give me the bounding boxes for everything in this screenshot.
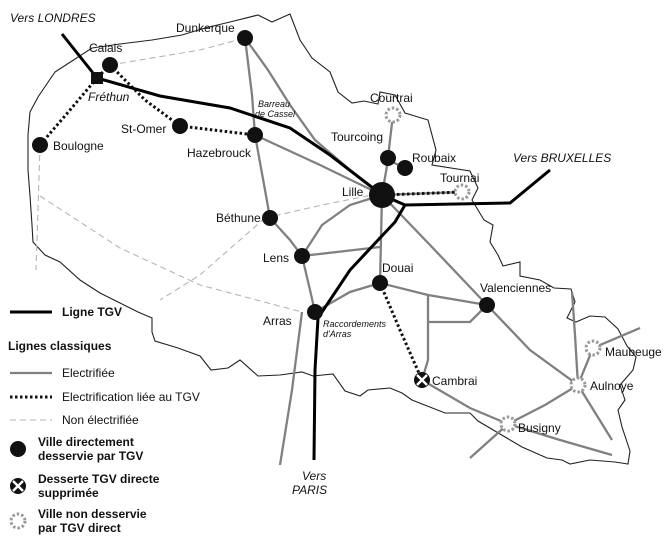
line-boulogne-south	[35, 144, 41, 271]
legend-tgv-electrification: Electrification liée au TGV	[62, 390, 200, 404]
annotation-raccord-2: d'Arras	[323, 329, 352, 339]
annotation-barreau-2: de Cassel	[255, 109, 296, 119]
annotation-barreau-1: Barreau	[258, 99, 290, 109]
city-dot-roubaix	[397, 160, 413, 176]
non-electrified-lines	[35, 37, 373, 313]
legend-suppressed-1: Desserte TGV directe	[38, 472, 160, 486]
city-dot-lens	[294, 248, 310, 264]
annotation-raccord-1: Raccordements	[323, 319, 387, 329]
line-calais-stomer	[108, 63, 181, 128]
label-vers-paris-2: PARIS	[292, 483, 327, 497]
legend-served-1: Ville directement	[38, 435, 134, 449]
label-lens: Lens	[263, 251, 289, 265]
city-dot-calais	[102, 57, 118, 73]
city-dot-douai	[372, 275, 388, 291]
served-cities	[32, 30, 495, 320]
line-busigny-aulnoye	[507, 384, 579, 426]
line-hazebrouck-bethune	[253, 134, 272, 219]
line-cambrai-link	[428, 304, 488, 324]
line-valenciennes-aulnoye	[486, 304, 579, 386]
line-lens-lille	[301, 193, 383, 257]
city-dot-hazebrouck	[247, 127, 263, 143]
city-dot-dunkerque	[237, 30, 253, 46]
label-frethun: Fréthun	[88, 90, 130, 104]
legend-classic-title: Lignes classiques	[8, 339, 112, 353]
city-dot-tourcoing	[380, 150, 396, 166]
city-ring-courtrai	[384, 106, 402, 124]
label-valenciennes: Valenciennes	[480, 281, 551, 295]
legend-symbol-suppressed	[10, 478, 26, 494]
label-maubeuge: Maubeuge	[605, 345, 662, 359]
label-busigny: Busigny	[518, 421, 561, 435]
line-stomer-hazebrouck	[179, 124, 256, 137]
city-dot-valenciennes	[479, 297, 495, 313]
label-tournai: Tournai	[440, 171, 479, 185]
line-hazebrouck-lille	[254, 133, 383, 197]
city-dot-bethune	[262, 210, 278, 226]
city-dot-cambrai	[414, 372, 430, 388]
frethun-station-marker	[91, 72, 103, 84]
legend-served-2: desservie par TGV	[38, 449, 143, 463]
city-ring-maubeuge	[584, 339, 602, 357]
label-hazebrouck: Hazebrouck	[187, 146, 252, 160]
label-aulnoye: Aulnoye	[590, 379, 634, 393]
line-bethune-lille	[264, 194, 373, 219]
line-bethune-west	[159, 217, 266, 301]
label-douai: Douai	[382, 261, 413, 275]
tgv-lille-paris	[312, 204, 407, 461]
legend-not-served-2: par TGV direct	[38, 521, 121, 535]
line-aulnoye-south	[577, 384, 613, 441]
line-busigny-east	[507, 422, 613, 457]
line-douai-cambrai-alt	[420, 295, 430, 381]
non-served-cities	[384, 106, 602, 433]
tgv-calais-lille	[96, 76, 383, 197]
legend-tgv: Ligne TGV	[62, 305, 122, 319]
line-arras-south	[278, 311, 304, 466]
line-dunkerque-hazebrouck	[243, 37, 257, 136]
city-ring-aulnoye	[569, 376, 587, 394]
line-busigny-south	[469, 423, 509, 459]
city-ring-tournai	[453, 183, 471, 201]
label-arras: Arras	[263, 314, 292, 328]
label-tourcoing: Tourcoing	[331, 130, 383, 144]
line-calais-dunkerque	[109, 37, 246, 66]
label-calais: Calais	[89, 41, 122, 55]
legend-electrified: Electrifiée	[62, 366, 115, 380]
label-cambrai: Cambrai	[432, 374, 477, 388]
line-douai-valenciennes	[379, 281, 488, 307]
legend-symbol-not-served	[9, 512, 27, 530]
city-dot-arras	[307, 304, 323, 320]
region-border	[27, 13, 637, 465]
label-vers-londres: Vers LONDRES	[10, 11, 96, 25]
legend-non-electrified: Non électrifiée	[62, 413, 139, 427]
line-frethun-boulogne	[38, 77, 99, 146]
label-dunkerque: Dunkerque	[176, 21, 235, 35]
line-aulnoye-north	[570, 291, 580, 386]
line-douai-cambrai	[378, 282, 424, 381]
label-stomer: St-Omer	[121, 122, 166, 136]
city-dot-lille	[369, 182, 395, 208]
tgv-london-tunnel	[60, 33, 99, 79]
label-vers-paris-1: Vers	[302, 469, 326, 483]
label-courtrai: Courtrai	[370, 91, 413, 105]
legend-symbol-served	[10, 441, 26, 457]
line-lille-tournai-tgv	[381, 190, 463, 197]
line-cambrai-busigny	[421, 379, 509, 426]
label-boulogne: Boulogne	[53, 139, 104, 153]
label-vers-bruxelles: Vers BRUXELLES	[513, 151, 611, 165]
label-bethune: Béthune	[216, 211, 261, 225]
line-lens-arras	[300, 255, 317, 313]
city-dot-boulogne	[32, 137, 48, 153]
legend-not-served-1: Ville non desservie	[38, 507, 147, 521]
legend-suppressed-2: supprimée	[38, 486, 99, 500]
label-roubaix: Roubaix	[412, 151, 456, 165]
line-lens-douai	[301, 245, 381, 258]
city-ring-busigny	[499, 415, 517, 433]
legend: Ligne TGV Lignes classiques Electrifiée …	[8, 305, 200, 535]
label-lille: Lille	[342, 185, 364, 199]
city-dot-stomer	[172, 118, 188, 134]
line-lille-valenciennes	[381, 194, 488, 306]
